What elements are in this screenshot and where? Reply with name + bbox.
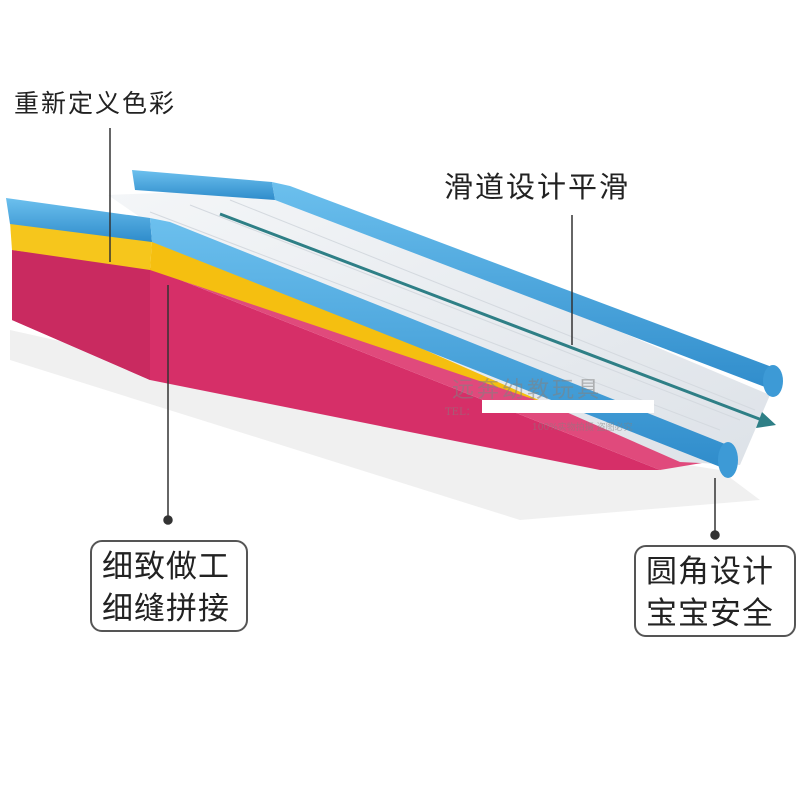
slide-surface	[108, 188, 770, 465]
watermark-note: 100%实物拍摄 盗图必究	[532, 423, 633, 433]
callout-safety-box: 圆角设计 宝宝安全	[634, 545, 796, 637]
watermark-tel-blank	[482, 400, 654, 413]
callout-safety-line2: 宝宝安全	[646, 596, 774, 632]
callout-color-label: 重新定义色彩	[14, 89, 177, 118]
back-blue-rail	[132, 170, 783, 397]
callout-safety-line1: 圆角设计	[646, 554, 774, 590]
callout-craft-line2: 细缝拼接	[102, 591, 230, 627]
watermark-brand: 远奔幼教玩具	[452, 378, 603, 403]
callout-craft-box: 细致做工 细缝拼接	[90, 540, 248, 632]
slide-direction-arrow	[219, 212, 776, 428]
callout-smooth-label: 滑道设计平滑	[444, 170, 631, 204]
callout-lines	[109, 128, 720, 540]
watermark-tel: TEL：	[445, 407, 476, 418]
callout-craft-line1: 细致做工	[102, 549, 230, 585]
